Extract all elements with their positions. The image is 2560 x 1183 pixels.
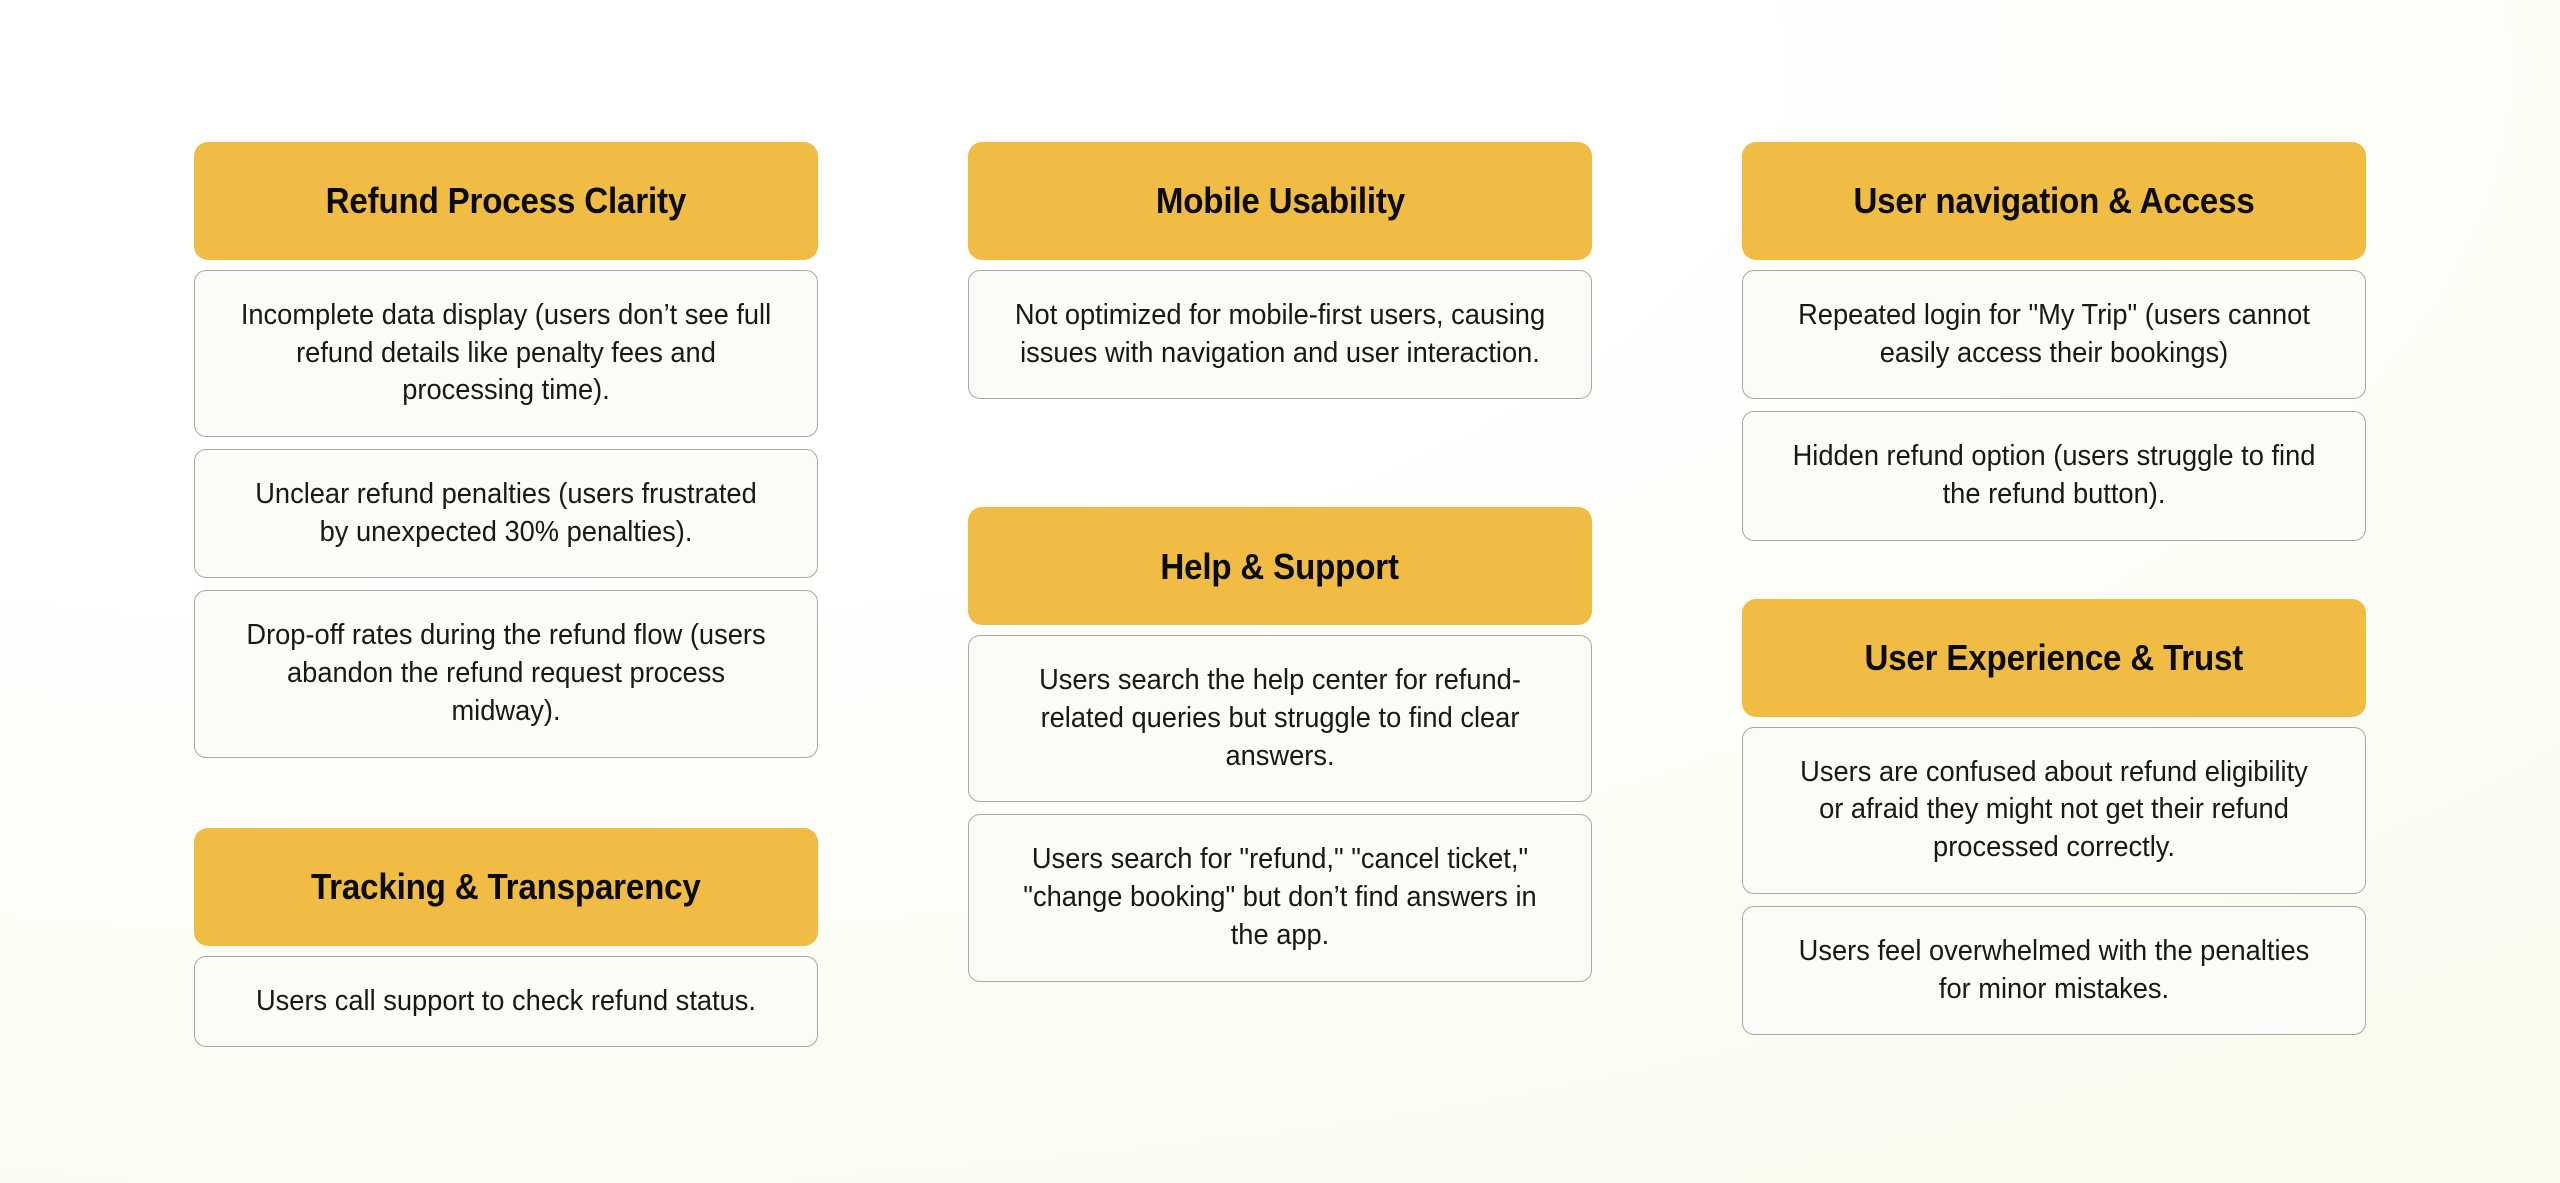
note-card-text: Drop-off rates during the refund flow (u… [246, 619, 766, 727]
note-card-text: Hidden refund option (users struggle to … [1792, 440, 2316, 511]
note-card[interactable]: Users feel overwhelmed with the penaltie… [1742, 905, 2366, 1036]
group-title: User navigation & Access [1853, 180, 2255, 222]
note-card-text: Users are confused about refund eligibil… [1800, 755, 2308, 864]
note-card-text: Not optimized for mobile-first users, ca… [1014, 299, 1546, 369]
note-card[interactable]: Users are confused about refund eligibil… [1742, 726, 2366, 894]
group-spacer [968, 411, 1592, 507]
group-title: Mobile Usability [1155, 180, 1405, 222]
note-card[interactable]: Users call support to check refund statu… [194, 955, 818, 1048]
note-card[interactable]: Incomplete data display (users don’t see… [194, 270, 818, 438]
group-refund-process-clarity: Refund Process Clarity Incomplete data d… [194, 142, 818, 770]
note-card-text: Users search the help center for refund-… [1039, 664, 1521, 772]
group-header-help-support[interactable]: Help & Support [968, 507, 1592, 626]
note-card[interactable]: Users search the help center for refund-… [968, 635, 1592, 803]
note-card[interactable]: Not optimized for mobile-first users, ca… [968, 270, 1592, 400]
group-spacer [194, 770, 818, 828]
column-1: Refund Process Clarity Incomplete data d… [194, 142, 818, 1059]
group-tracking-transparency: Tracking & Transparency Users call suppo… [194, 827, 818, 1060]
column-container: Refund Process Clarity Incomplete data d… [0, 142, 2560, 1059]
group-header-mobile-usability[interactable]: Mobile Usability [968, 142, 1592, 260]
note-card-text: Incomplete data display (users don’t see… [240, 299, 772, 407]
note-card[interactable]: Hidden refund option (users struggle to … [1742, 411, 2366, 541]
group-title: Tracking & Transparency [311, 865, 701, 907]
note-card[interactable]: Drop-off rates during the refund flow (u… [194, 590, 818, 758]
group-user-navigation-access: User navigation & Access Repeated login … [1742, 142, 2366, 553]
note-card-text: Users search for "refund," "cancel ticke… [1023, 843, 1537, 951]
note-card-text: Users call support to check refund statu… [255, 984, 756, 1017]
note-card[interactable]: Users search for "refund," "cancel ticke… [968, 814, 1592, 982]
group-help-support: Help & Support Users search the help cen… [968, 507, 1592, 993]
group-title: User Experience & Trust [1864, 637, 2244, 679]
group-header-tracking-transparency[interactable]: Tracking & Transparency [194, 827, 818, 946]
note-card-text: Unclear refund penalties (users frustrat… [255, 478, 757, 548]
note-card[interactable]: Unclear refund penalties (users frustrat… [194, 449, 818, 579]
group-mobile-usability: Mobile Usability Not optimized for mobil… [968, 142, 1592, 411]
group-spacer [1742, 553, 2366, 599]
group-title: Help & Support [1160, 545, 1400, 587]
group-header-refund-process-clarity[interactable]: Refund Process Clarity [194, 142, 818, 260]
group-user-experience-trust: User Experience & Trust Users are confus… [1742, 598, 2366, 1047]
group-title: Refund Process Clarity [325, 180, 687, 222]
note-card-text: Users feel overwhelmed with the penaltie… [1798, 934, 2310, 1005]
note-card-text: Repeated login for "My Trip" (users cann… [1798, 299, 2310, 369]
group-header-user-navigation-access[interactable]: User navigation & Access [1742, 142, 2366, 260]
group-header-user-experience-trust[interactable]: User Experience & Trust [1742, 598, 2366, 717]
column-2: Mobile Usability Not optimized for mobil… [968, 142, 1592, 994]
note-card[interactable]: Repeated login for "My Trip" (users cann… [1742, 270, 2366, 400]
column-3: User navigation & Access Repeated login … [1742, 142, 2366, 1047]
